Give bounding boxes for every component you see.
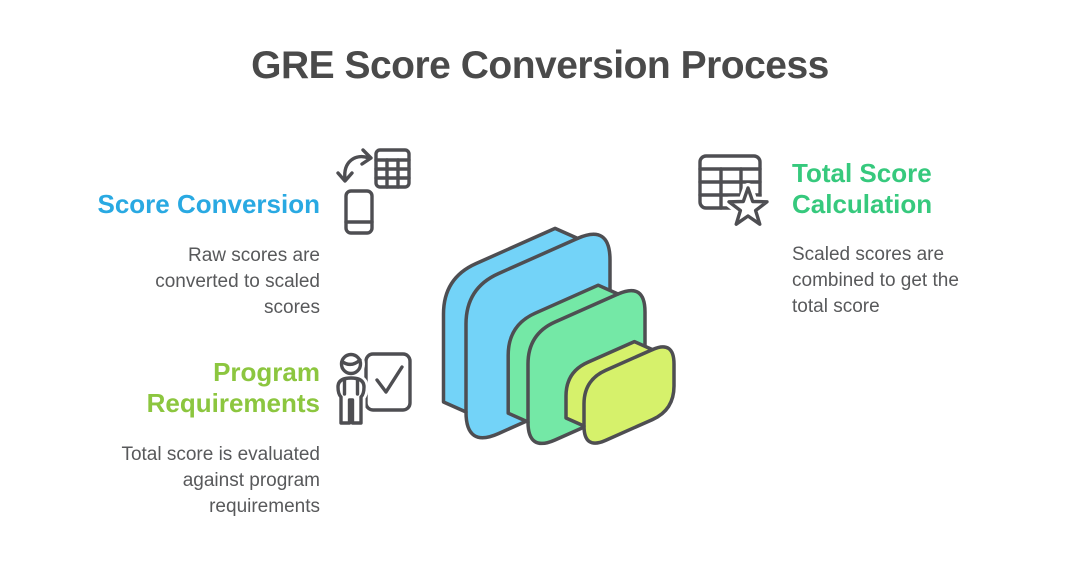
stacked-squares-illustration [415,195,705,480]
program-requirements-heading: Program Requirements [146,357,320,418]
cube-yellow [564,339,676,445]
person-icon [336,352,366,425]
cube-blue-edge [464,236,580,414]
program-requirements-description: Total score is evaluated against program… [121,444,320,517]
swap-table-phone-icon [332,145,412,235]
cube-green-edge [526,292,620,424]
cube-yellow-edge [582,347,655,428]
checklist-board-icon [364,352,412,412]
total-score-calculation-description: Scaled scores are combined to get the to… [792,244,959,317]
score-conversion-description: Raw scores are converted to scaled score… [155,245,320,318]
total-score-calculation-heading: Total Score Calculation [792,158,933,219]
table-icon [374,148,411,189]
phone-icon [344,189,374,235]
page-title: GRE Score Conversion Process [251,44,829,87]
swap-arrows-icon [336,148,373,183]
star-icon [727,186,769,226]
score-conversion-heading: Score Conversion [97,189,320,219]
table-star-icon [696,150,774,232]
person-checklist-icon [335,348,415,434]
